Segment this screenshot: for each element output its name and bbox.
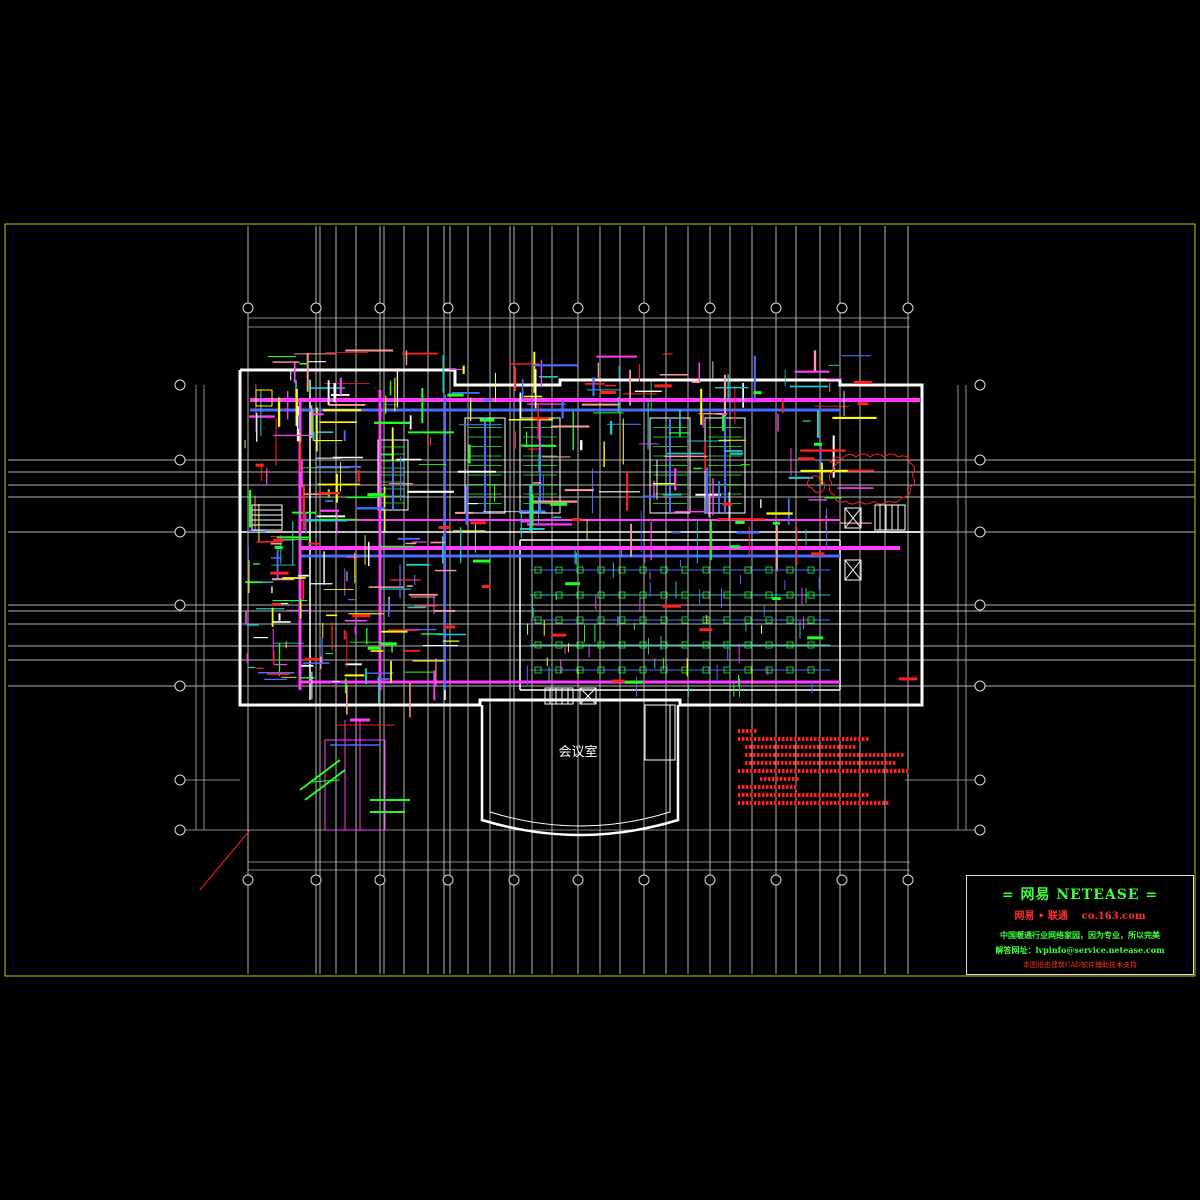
title-block-brand: = 网易 NETEASE = (1001, 887, 1159, 903)
title-block-footer: 本图纸由建筑CAD软件辅助技术支持 (1022, 961, 1138, 969)
title-block-subtitle-a: 网易 • 联通 (1014, 911, 1068, 922)
axis-bubbles (174, 302, 986, 886)
meeting-room-outline (480, 705, 680, 837)
room-label: 会议室 (558, 744, 597, 760)
notes-block (738, 729, 909, 805)
title-block-subtitle: 网易 • 联通 co.163.com (967, 907, 1193, 922)
revision-cloud (806, 453, 916, 505)
title-block-contact: 解答网址：lvpinfo@service.netease.com (995, 945, 1165, 955)
title-block: = 网易 NETEASE = 网易 • 联通 co.163.com 中国暖通行业… (966, 875, 1194, 975)
dimension-lines (178, 317, 985, 871)
hvac-ducts (244, 349, 920, 718)
horizontal-grid (8, 459, 1195, 687)
lower-left-detail (199, 718, 410, 891)
title-block-slogan: 中国暖通行业网络家园，因为专业，所以完美 (1000, 930, 1160, 940)
stairs-and-elevators (251, 389, 906, 761)
title-block-subtitle-b: co.163.com (1081, 911, 1146, 922)
drawing-frame (4, 223, 1196, 977)
